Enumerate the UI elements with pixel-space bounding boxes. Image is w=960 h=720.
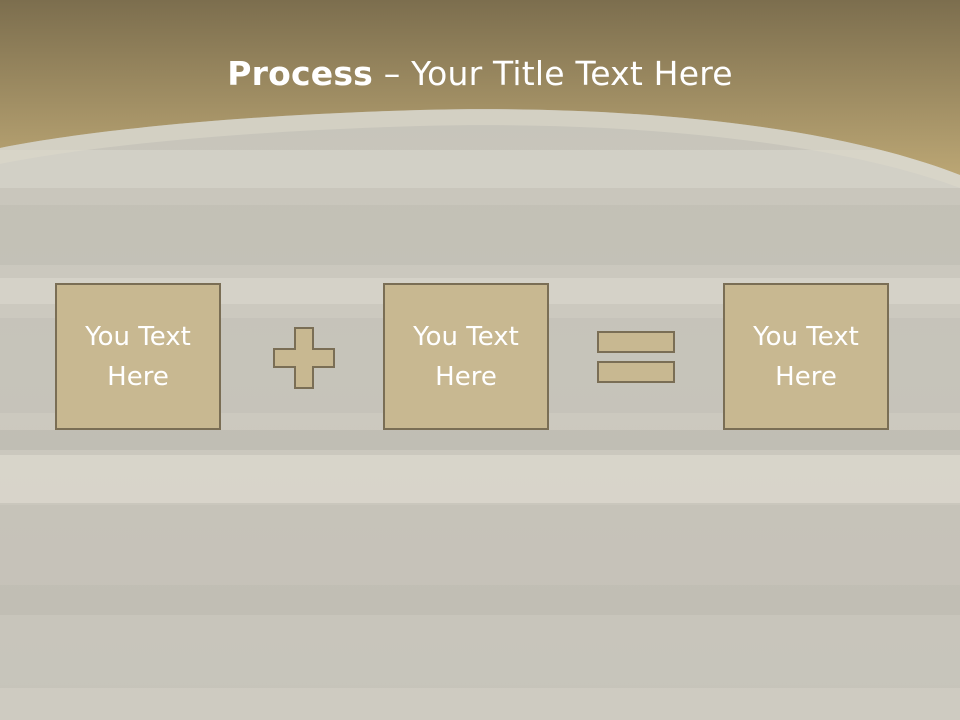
process-box-2[interactable]: You Text Here bbox=[383, 283, 549, 430]
title-rest: – Your Title Text Here bbox=[373, 54, 733, 93]
process-box-2-text: You Text Here bbox=[413, 321, 519, 392]
process-box-1-text: You Text Here bbox=[85, 321, 191, 392]
slide-title: Process – Your Title Text Here bbox=[0, 52, 960, 96]
plus-icon bbox=[273, 327, 335, 389]
process-box-3-text: You Text Here bbox=[753, 321, 859, 392]
equals-icon bbox=[597, 331, 675, 383]
title-bold: Process bbox=[227, 54, 374, 93]
process-box-1[interactable]: You Text Here bbox=[55, 283, 221, 430]
process-box-3[interactable]: You Text Here bbox=[723, 283, 889, 430]
